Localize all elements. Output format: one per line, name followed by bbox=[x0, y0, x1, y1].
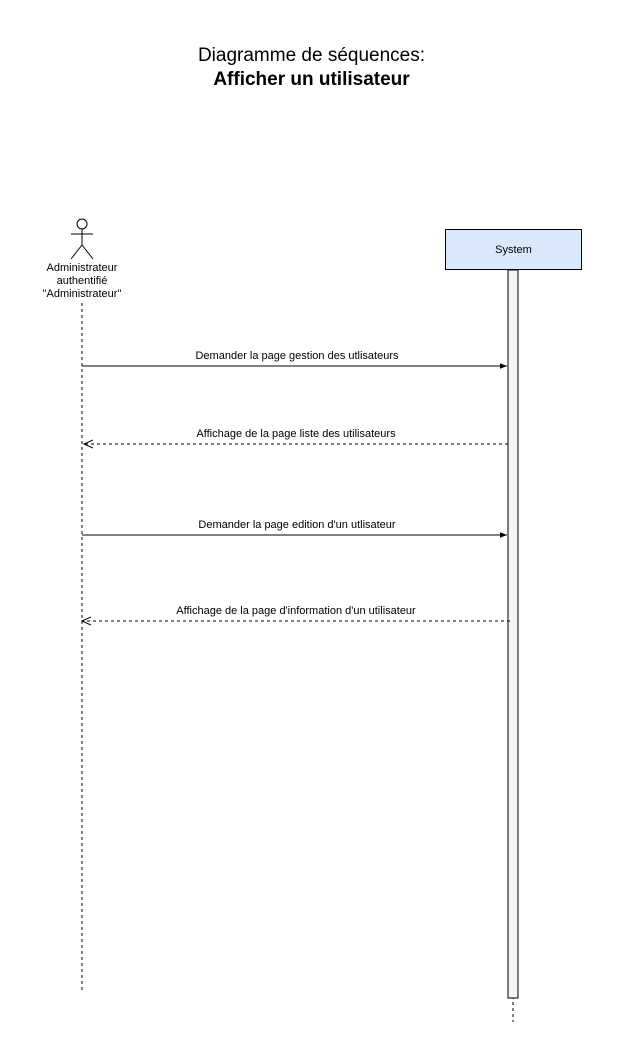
actor-label-line-1: Administrateur bbox=[46, 262, 118, 274]
system-participant-label: System bbox=[495, 243, 532, 256]
actor-label: Administrateur authentifié "Administrate… bbox=[22, 262, 142, 301]
system-participant-box: System bbox=[445, 229, 582, 270]
stick-figure-icon bbox=[70, 218, 94, 260]
message-label-4: Affichage de la page d'information d'un … bbox=[176, 605, 416, 618]
diagram-title: Diagramme de séquences: Afficher un util… bbox=[0, 44, 623, 92]
message-label-1: Demander la page gestion des utlisateurs bbox=[195, 350, 399, 363]
message-label-3: Demander la page edition d'un utlisateur bbox=[198, 519, 396, 532]
system-activation-bar bbox=[507, 269, 519, 999]
title-line-2: Afficher un utilisateur bbox=[213, 69, 410, 90]
actor-label-line-3: "Administrateur" bbox=[42, 288, 122, 300]
message-label-2: Affichage de la page liste des utilisate… bbox=[196, 428, 396, 441]
actor-label-line-2: authentifié bbox=[56, 275, 108, 287]
title-line-1: Diagramme de séquences: bbox=[197, 45, 426, 66]
